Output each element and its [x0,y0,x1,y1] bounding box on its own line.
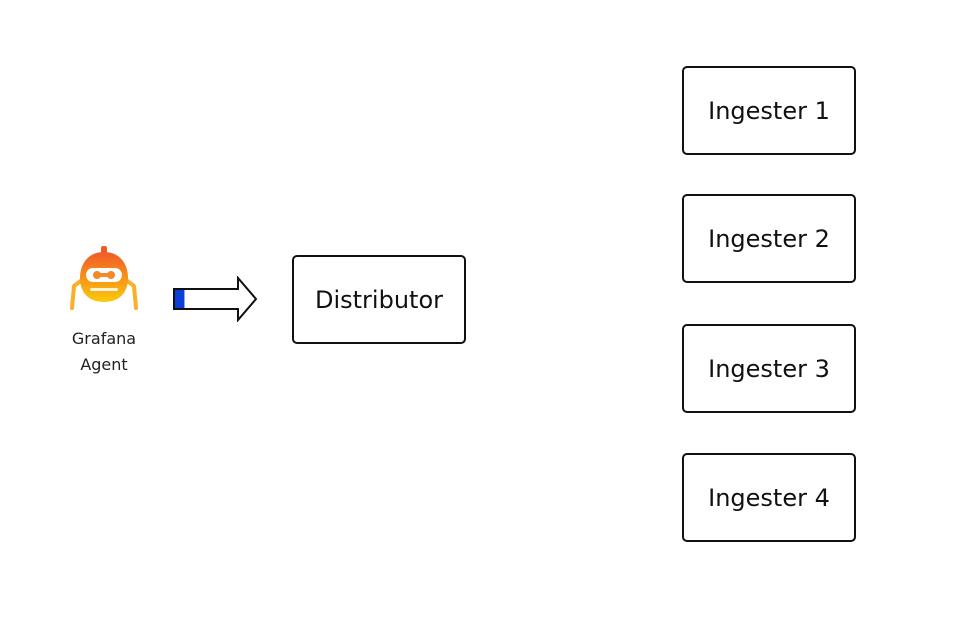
ingester-2-box: Ingester 2 [682,194,856,283]
ingester-3-label: Ingester 3 [708,354,830,383]
grafana-agent: Grafana Agent [52,246,156,378]
distributor-box: Distributor [292,255,466,344]
ingester-4-label: Ingester 4 [708,483,830,512]
ingester-4-box: Ingester 4 [682,453,856,542]
right-arrow-icon [173,276,258,322]
ingester-1-label: Ingester 1 [708,96,830,125]
distributor-label: Distributor [314,285,443,314]
ingester-2-label: Ingester 2 [708,224,830,253]
agent-label-line1: Grafana [71,329,137,348]
ingester-3-box: Ingester 3 [682,324,856,413]
arrow-progress-fill [175,290,185,308]
grafana-agent-label: Grafana Agent [52,326,156,378]
agent-label-line2: Agent [80,355,128,374]
ingester-1-box: Ingester 1 [682,66,856,155]
grafana-agent-robot-icon [70,246,138,310]
